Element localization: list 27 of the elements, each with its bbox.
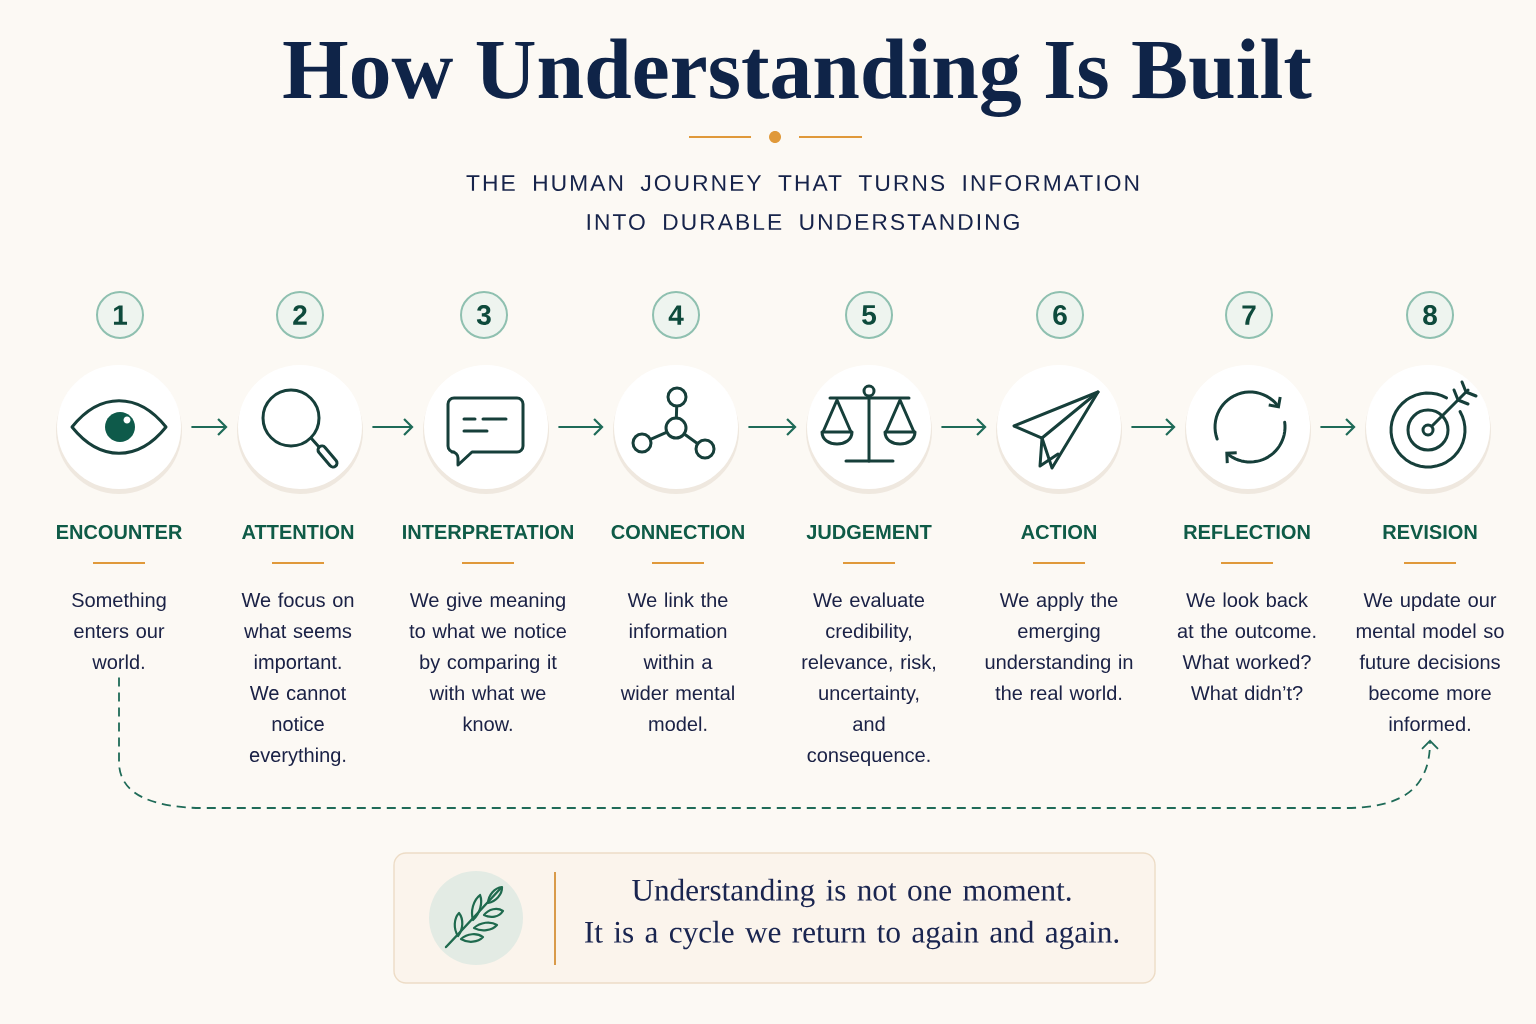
number-badge: 2 — [276, 291, 324, 339]
step-description: We focus on what seems important. We cannot notice everything. — [241, 592, 354, 766]
step-description: We look back at the outcome. What worked? What didn’t? — [1177, 592, 1316, 701]
number-badge: 1 — [96, 291, 144, 339]
step-title: CONNECTION — [611, 524, 744, 540]
step-title: REFLECTION — [1184, 524, 1310, 540]
step-description: We link the information within a wider mental model. — [620, 592, 734, 732]
step-description: We evaluate credibility, relevance, risk, uncertainty, and consequence. — [802, 592, 935, 767]
number-badge: 7 — [1225, 291, 1273, 339]
step-description: We give meaning to what we notice by comparing it with what we know. — [409, 592, 566, 732]
step-title: JUDGEMENT — [806, 524, 932, 540]
step-title: INTERPRETATION — [403, 524, 573, 540]
quote-text: Understanding is not one moment. It is a cycle we return to again and again. — [585, 878, 1119, 950]
step-title: ACTION — [1021, 524, 1096, 540]
step-title: ENCOUNTER — [57, 524, 182, 540]
step-title: REVISION — [1383, 524, 1477, 540]
subtitle: THE HUMAN JOURNEY THAT TURNS INFORMATION INTO DURABLE UNDERSTANDING — [466, 174, 1139, 231]
step-description: We update our mental model so future decisions become more informed. — [1356, 592, 1504, 732]
title: How Understanding Is Built — [283, 38, 1312, 117]
step-description: Something enters our world. — [72, 592, 166, 670]
number-badge: 4 — [652, 291, 700, 339]
number-badge: 6 — [1036, 291, 1084, 339]
step-title: ATTENTION — [242, 524, 354, 540]
number-badge: 8 — [1406, 291, 1454, 339]
step-description: We apply the emerging understanding in the real world. — [985, 592, 1133, 701]
number-badge: 3 — [460, 291, 508, 339]
number-badge: 5 — [845, 291, 893, 339]
